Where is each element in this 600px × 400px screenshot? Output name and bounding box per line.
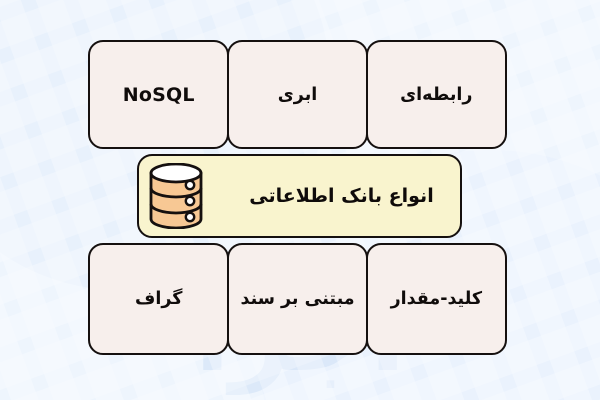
node-relational[interactable]: رابطه‌ای [365, 40, 507, 149]
bottom-node-row: کلید-مقدار مبتنی بر سند گراف [88, 243, 507, 355]
database-types-diagram: رابطه‌ای ابری NoSQL انواع بانک اطلاعاتی [88, 40, 507, 355]
node-document-based-label: مبتنی بر سند [240, 289, 355, 309]
node-document-based[interactable]: مبتنی بر سند [226, 243, 369, 355]
node-key-value-label: کلید-مقدار [390, 289, 483, 309]
database-cylinder-icon [139, 154, 213, 238]
node-nosql-label: NoSQL [122, 83, 195, 106]
node-cloud-label: ابری [277, 84, 318, 105]
node-nosql[interactable]: NoSQL [88, 40, 230, 149]
node-graph-label: گراف [135, 289, 183, 309]
top-node-row: رابطه‌ای ابری NoSQL [88, 40, 507, 149]
node-key-value[interactable]: کلید-مقدار [365, 243, 507, 355]
node-cloud[interactable]: ابری [226, 40, 369, 149]
center-node-label: انواع بانک اطلاعاتی [249, 185, 434, 207]
node-relational-label: رابطه‌ای [400, 84, 473, 105]
node-graph[interactable]: گراف [88, 243, 230, 355]
center-node-database-types[interactable]: انواع بانک اطلاعاتی [137, 154, 462, 238]
